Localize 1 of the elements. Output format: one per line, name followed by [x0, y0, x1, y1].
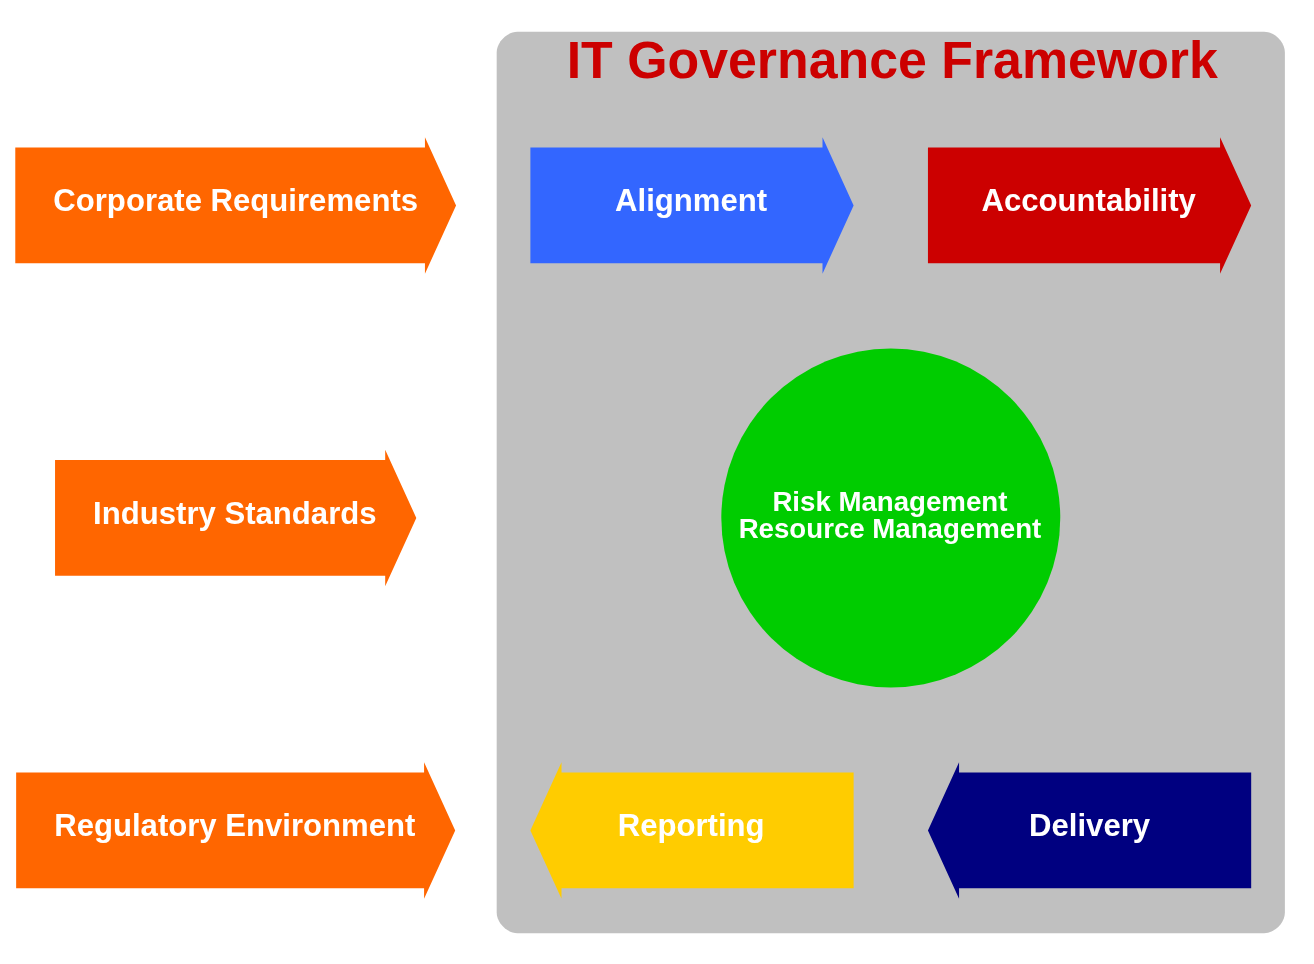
- node-circle: Risk Management Resource Management: [721, 347, 1061, 687]
